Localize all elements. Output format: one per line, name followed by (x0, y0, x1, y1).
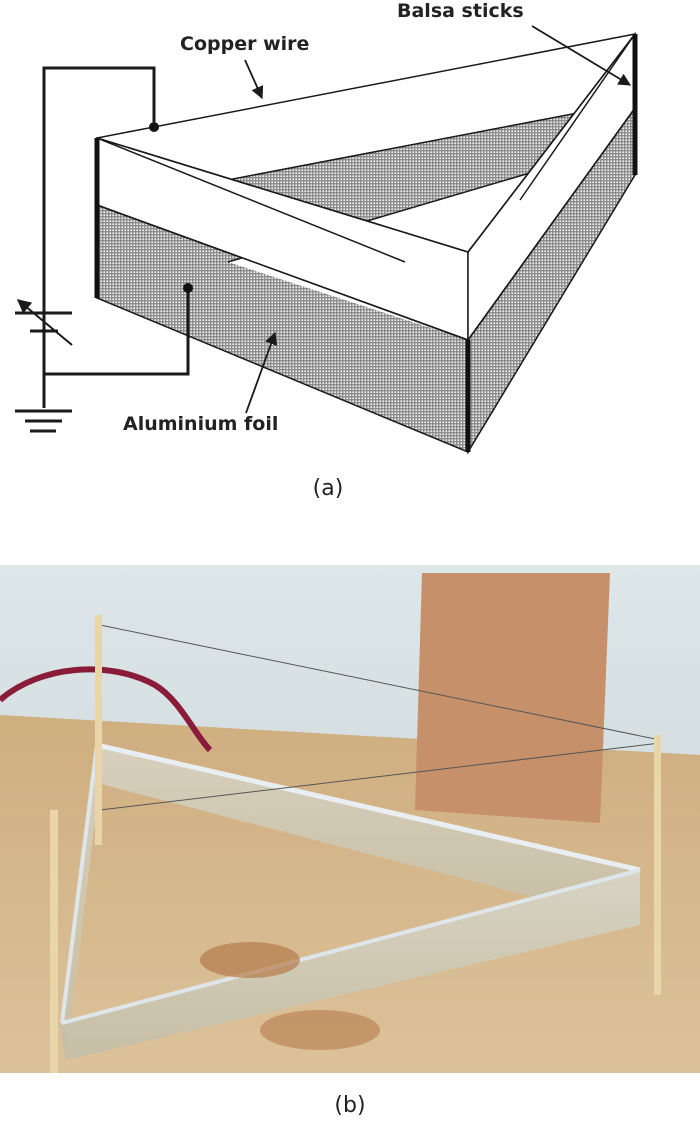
balsa-sticks-arrow-icon (531, 25, 632, 86)
foil-junction (183, 283, 193, 293)
schematic-diagram: Copper wire Balsa sticks Aluminium foil (15, 0, 638, 455)
variable-capacitor-arrow-icon (16, 299, 73, 346)
aluminium-foil-arrow-icon (245, 331, 278, 414)
balsa-stick-back-left (95, 615, 102, 845)
label-copper-wire: Copper wire (180, 33, 309, 55)
caption-a: (a) (312, 476, 344, 501)
balsa-sticks (94, 34, 638, 452)
balsa-stick-front (50, 810, 58, 1073)
red-cable (0, 666, 213, 753)
copper-wire-junction (149, 122, 159, 132)
photo-panel-b (0, 565, 700, 1073)
label-balsa-sticks: Balsa sticks (397, 0, 524, 22)
balsa-stick-right (654, 735, 661, 995)
circuit (15, 66, 190, 433)
setup-photograph (0, 565, 700, 1073)
label-aluminium-foil: Aluminium foil (123, 413, 278, 435)
copper-wire-arrow-icon (244, 59, 264, 100)
wood-block (415, 573, 610, 823)
schematic-panel-a: Copper wire Balsa sticks Aluminium foil (0, 0, 700, 520)
caption-b: (b) (334, 1093, 366, 1118)
